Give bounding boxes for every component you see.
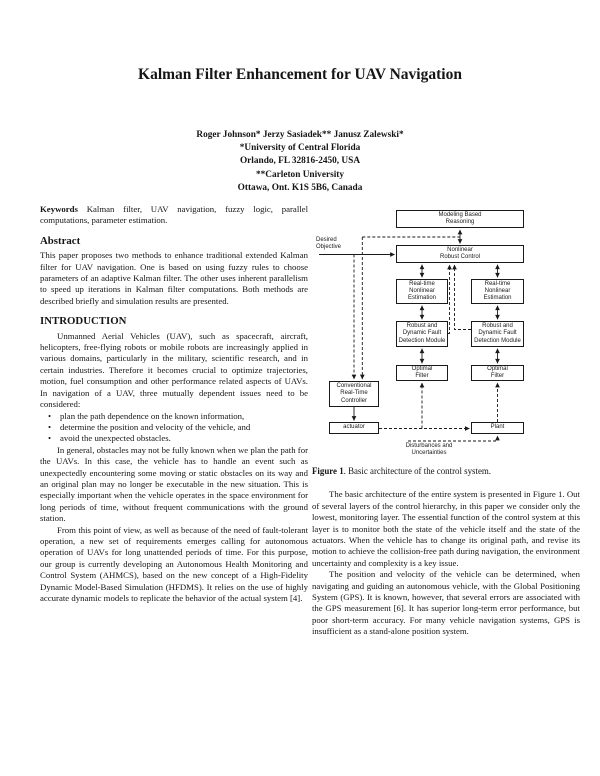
affiliation-2: **Carleton University: [255, 169, 345, 180]
affiliation-2-address: Ottawa, Ont. K1S 5B6, Canada: [237, 182, 363, 193]
bullet-item: • plan the path dependence on the known …: [40, 411, 308, 422]
figure-caption-label: Figure 1: [312, 466, 344, 476]
right-column: Modeling Based Reasoning Nonlinear Robus…: [312, 206, 580, 638]
bullet-text: determine the position and velocity of t…: [60, 421, 251, 432]
body-paragraph-gps: The position and velocity of the vehicle…: [312, 569, 580, 637]
figure-caption: Figure 1. Basic architecture of the cont…: [312, 466, 580, 477]
keywords-paragraph: Keywords Kalman filter, UAV navigation, …: [40, 204, 308, 227]
diagram-connectors: [319, 229, 500, 442]
figure-1-diagram: Modeling Based Reasoning Nonlinear Robus…: [312, 206, 580, 461]
intro-paragraph-3: From this point of view, as well as beca…: [40, 524, 308, 603]
intro-paragraph-2: In general, obstacles may not be fully k…: [40, 444, 308, 524]
diagram-box-nonlinear-robust-control: Nonlinear Robust Control: [396, 245, 524, 263]
keywords-label: Keywords: [40, 204, 78, 214]
abstract-heading: Abstract: [40, 234, 81, 247]
keywords-text: Kalman filter, UAV navigation, fuzzy log…: [40, 204, 308, 226]
left-column: Keywords Kalman filter, UAV navigation, …: [40, 204, 308, 604]
page-title: Kalman Filter Enhancement for UAV Naviga…: [138, 66, 462, 83]
diagram-box-actuator: actuator: [329, 422, 379, 434]
diagram-label-desired-objective: Desired Objective: [316, 237, 342, 251]
bullet-icon: •: [48, 421, 52, 432]
diagram-box-optimal-filter-right: Optimal Filter: [471, 365, 524, 381]
diagram-box-realtime-nonlinear-estimation-left: Real-time Nonlinear Estimation: [396, 279, 448, 304]
bullet-text: plan the path dependence on the known in…: [60, 410, 245, 421]
diagram-box-plant: Plant: [471, 422, 524, 434]
right-column-text: The basic architecture of the entire sys…: [312, 489, 580, 637]
diagram-box-optimal-filter-left: Optimal Filter: [396, 365, 448, 381]
diagram-box-fault-detection-module-right: Robust and Dynamic Fault Detection Modul…: [471, 321, 524, 347]
diagram-box-realtime-nonlinear-estimation-right: Real-time Nonlinear Estimation: [471, 279, 524, 304]
figure-caption-text: . Basic architecture of the control syst…: [343, 466, 492, 476]
author-block: Roger Johnson* Jerzy Sasiadek** Janusz Z…: [0, 129, 600, 195]
bullet-icon: •: [48, 433, 52, 444]
bullet-text: avoid the unexpected obstacles.: [60, 433, 171, 444]
abstract-paragraph: This paper proposes two methods to enhan…: [40, 250, 308, 306]
diagram-box-conventional-realtime-controller: Conventional Real-Time Controller: [329, 381, 379, 407]
affiliation-1-address: Orlando, FL 32816-2450, USA: [239, 156, 361, 167]
bullet-icon: •: [48, 410, 52, 421]
intro-paragraph-1: Unmanned Aerial Vehicles (UAV), such as …: [40, 330, 308, 410]
bullet-item: • avoid the unexpected obstacles.: [40, 433, 308, 444]
diagram-box-fault-detection-module-left: Robust and Dynamic Fault Detection Modul…: [396, 321, 448, 347]
affiliation-1: *University of Central Florida: [239, 143, 361, 154]
diagram-box-modeling-based-reasoning: Modeling Based Reasoning: [396, 210, 524, 228]
diagram-label-disturbances-uncertainties: Disturbances and Uncertainties: [405, 443, 453, 457]
author-names: Roger Johnson* Jerzy Sasiadek** Janusz Z…: [196, 130, 404, 140]
body-paragraph-architecture: The basic architecture of the entire sys…: [312, 489, 580, 568]
bullet-item: • determine the position and velocity of…: [40, 422, 308, 433]
introduction-heading: INTRODUCTION: [40, 315, 127, 328]
